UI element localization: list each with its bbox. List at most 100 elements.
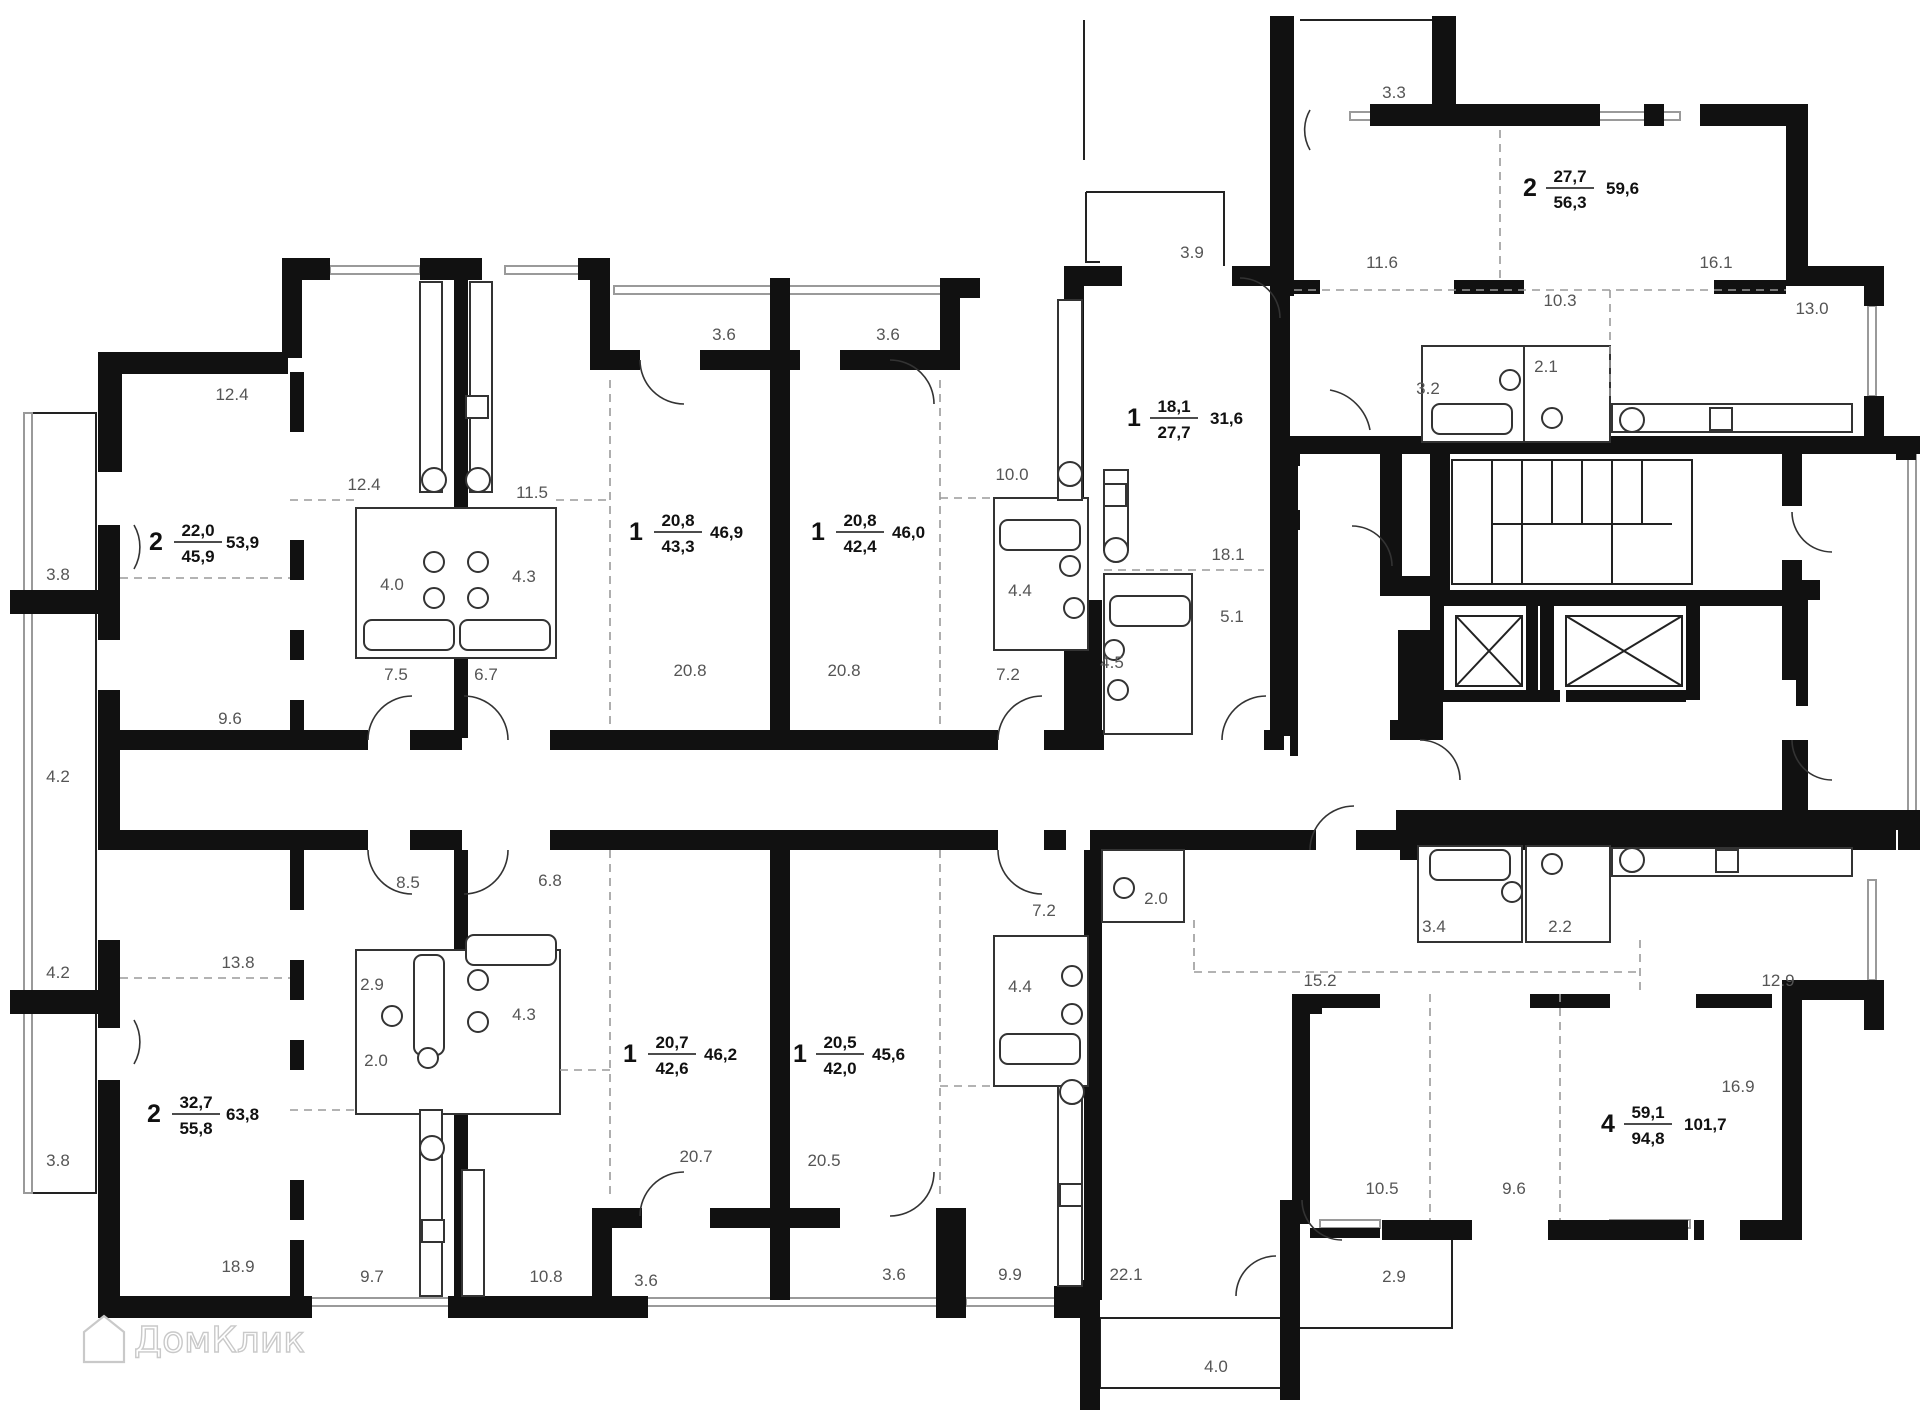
usable-area: 43,3	[661, 537, 694, 556]
house-logo-icon	[82, 1314, 126, 1364]
area-label: 3.8	[46, 1151, 70, 1170]
living-area: 18,1	[1157, 397, 1190, 416]
doors	[133, 109, 1833, 1297]
area-label: 18.9	[221, 1257, 254, 1276]
area-label: 9.9	[998, 1265, 1022, 1284]
area-label: 16.9	[1721, 1077, 1754, 1096]
balconies	[23, 19, 1453, 1389]
walls	[10, 16, 1920, 1410]
room-count: 1	[1127, 404, 1141, 432]
living-area: 27,7	[1553, 167, 1586, 186]
apartment-label: 1 20,5 42,0 45,6	[793, 1033, 905, 1078]
stair-and-lifts	[1451, 459, 1693, 687]
area-label: 3.6	[876, 325, 900, 344]
living-area: 20,5	[823, 1033, 856, 1052]
apartment-label: 2 32,7 55,8 63,8	[147, 1093, 259, 1138]
area-label: 2.0	[364, 1051, 388, 1070]
area-label: 3.4	[1422, 917, 1446, 936]
total-area: 63,8	[226, 1105, 259, 1124]
area-label: 2.2	[1548, 917, 1572, 936]
usable-area: 42,6	[655, 1059, 688, 1078]
area-label: 11.5	[516, 483, 548, 502]
room-count: 4	[1601, 1110, 1615, 1138]
apartment-label: 1 20,7 42,6 46,2	[623, 1033, 737, 1078]
area-label: 4.3	[512, 567, 536, 586]
area-label: 20.5	[807, 1151, 840, 1170]
total-area: 46,0	[892, 523, 925, 542]
usable-area: 55,8	[179, 1119, 212, 1138]
area-label: 12.9	[1761, 971, 1794, 990]
area-label: 10.3	[1543, 291, 1576, 310]
apartment-label: 2 27,7 56,3 59,6	[1523, 167, 1639, 212]
watermark: ДомКлик	[82, 1314, 306, 1364]
usable-area: 45,9	[181, 547, 214, 566]
area-label: 8.5	[396, 873, 420, 892]
area-label: 4.4	[1008, 581, 1032, 600]
area-label: 4.2	[46, 767, 70, 786]
area-label: 3.6	[634, 1271, 658, 1290]
area-label: 4.3	[512, 1005, 536, 1024]
total-area: 59,6	[1606, 179, 1639, 198]
area-label: 18.1	[1211, 545, 1244, 564]
living-area: 59,1	[1631, 1103, 1664, 1122]
usable-area: 56,3	[1553, 193, 1586, 212]
area-label: 2.9	[360, 975, 384, 994]
area-label: 7.2	[996, 665, 1020, 684]
apartment-labels: 2 22,0 45,9 53,9 1 20,8 43,3 46,9 1 20,8…	[147, 167, 1727, 1148]
area-label: 4.0	[380, 575, 404, 594]
room-count: 1	[811, 518, 825, 546]
room-count: 2	[1523, 174, 1537, 202]
living-area: 20,8	[661, 511, 694, 530]
area-label: 3.6	[882, 1265, 906, 1284]
area-label: 6.7	[474, 665, 498, 684]
area-label: 16.1	[1699, 253, 1732, 272]
area-label: 4.4	[1008, 977, 1032, 996]
area-label: 20.8	[673, 661, 706, 680]
area-label: 5.1	[1220, 607, 1244, 626]
kitchens	[419, 281, 1853, 1297]
area-label: 3.9	[1180, 243, 1204, 262]
area-label: 13.8	[221, 953, 254, 972]
area-label: 10.5	[1365, 1179, 1398, 1198]
living-area: 32,7	[179, 1093, 212, 1112]
area-label: 15.2	[1303, 971, 1336, 990]
area-label: 9.6	[218, 709, 242, 728]
usable-area: 27,7	[1157, 423, 1190, 442]
area-label: 7.5	[384, 665, 408, 684]
room-count: 2	[149, 528, 163, 556]
living-area: 20,8	[843, 511, 876, 530]
living-area: 20,7	[655, 1033, 688, 1052]
apartment-label: 1 20,8 42,4 46,0	[811, 511, 925, 556]
area-label: 9.6	[1502, 1179, 1526, 1198]
area-label: 7.2	[1032, 901, 1056, 920]
area-label: 6.8	[538, 871, 562, 890]
area-label: 2.0	[1144, 889, 1168, 908]
total-area: 46,9	[710, 523, 743, 542]
area-label: 2.1	[1534, 357, 1558, 376]
room-area-labels: 3.3 3.9 11.6 16.1 10.3 13.0 3.2 2.1 12.4…	[46, 83, 1828, 1376]
area-label: 3.8	[46, 565, 70, 584]
total-area: 46,2	[704, 1045, 737, 1064]
area-label: 9.7	[360, 1267, 384, 1286]
apartment-label: 1 20,8 43,3 46,9	[629, 511, 743, 556]
apartment-label: 4 59,1 94,8 101,7	[1601, 1103, 1727, 1148]
area-label: 10.0	[995, 465, 1028, 484]
area-label: 3.2	[1416, 379, 1440, 398]
area-label: 13.0	[1795, 299, 1828, 318]
area-label: 20.7	[679, 1147, 712, 1166]
total-area: 31,6	[1210, 409, 1243, 428]
room-count: 1	[623, 1040, 637, 1068]
area-label: 3.6	[712, 325, 736, 344]
apartment-label: 2 22,0 45,9 53,9	[149, 521, 259, 566]
usable-area: 42,0	[823, 1059, 856, 1078]
total-area: 53,9	[226, 533, 259, 552]
area-label: 12.4	[347, 475, 380, 494]
room-count: 1	[629, 518, 643, 546]
area-label: 2.9	[1382, 1267, 1406, 1286]
area-label: 22.1	[1109, 1265, 1142, 1284]
room-count: 1	[793, 1040, 807, 1068]
zone-lines	[120, 130, 1786, 1220]
watermark-text: ДомКлик	[134, 1320, 305, 1361]
area-label: 12.4	[215, 385, 248, 404]
